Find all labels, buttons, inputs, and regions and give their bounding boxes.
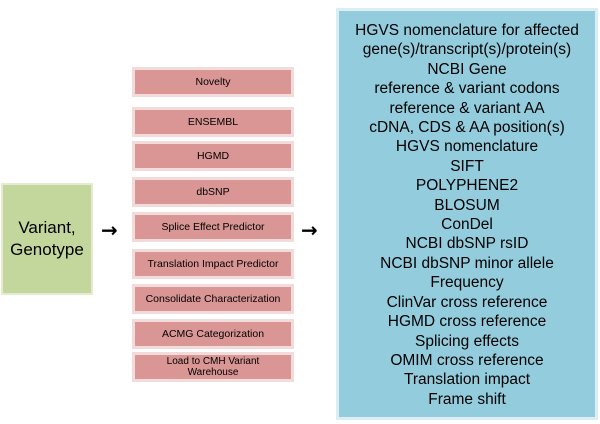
- arrow-right-icon: →: [301, 218, 318, 242]
- output-item: cDNA, CDS & AA position(s): [369, 119, 565, 137]
- output-item: Splicing effects: [415, 332, 519, 350]
- step-splice-effect-predictor: Splice Effect Predictor: [132, 212, 294, 242]
- step-hgmd: HGMD: [132, 141, 294, 171]
- output-item: HGVS nomenclature for affected: [355, 22, 579, 39]
- output-item: Frequency: [430, 274, 504, 292]
- output-item: ClinVar cross reference: [386, 293, 548, 311]
- output-item: OMIM cross reference: [390, 351, 544, 369]
- step-load-to-warehouse: Load to CMH Variant Warehouse: [132, 352, 294, 382]
- output-item: HGMD cross reference: [387, 313, 547, 331]
- input-label-line-1: Variant,: [18, 218, 76, 237]
- output-item: NCBI dbSNP minor allele: [380, 254, 554, 272]
- step-acmg-categorization: ACMG Categorization: [132, 319, 294, 349]
- output-item: Translation impact: [403, 371, 531, 389]
- arrow-right-icon: →: [101, 218, 118, 242]
- output-item: NCBI Gene: [427, 60, 507, 78]
- step-novelty: Novelty: [132, 67, 294, 97]
- output-item: BLOSUM: [434, 196, 500, 214]
- output-item: gene(s)/transcript(s)/protein(s): [362, 41, 572, 59]
- input-box: Variant, Genotype: [1, 183, 93, 295]
- step-consolidate-characterization: Consolidate Characterization: [132, 284, 294, 314]
- output-item: POLYPHENE2: [415, 177, 519, 195]
- output-item: Frame shift: [428, 390, 506, 408]
- output-item: ConDel: [441, 216, 493, 234]
- step-ensembl: ENSEMBL: [132, 107, 294, 137]
- output-item: SIFT: [450, 157, 484, 175]
- input-label-line-2: Genotype: [10, 240, 84, 259]
- output-box: HGVS nomenclature for affected gene(s)/t…: [336, 8, 598, 420]
- output-item: reference & variant AA: [389, 99, 545, 117]
- output-item: NCBI dbSNP rsID: [405, 235, 529, 253]
- step-dbsnp: dbSNP: [132, 177, 294, 207]
- output-item: HGVS nomenclature: [395, 138, 539, 156]
- step-translation-impact-predictor: Translation Impact Predictor: [132, 249, 294, 279]
- output-item: reference & variant codons: [374, 80, 560, 98]
